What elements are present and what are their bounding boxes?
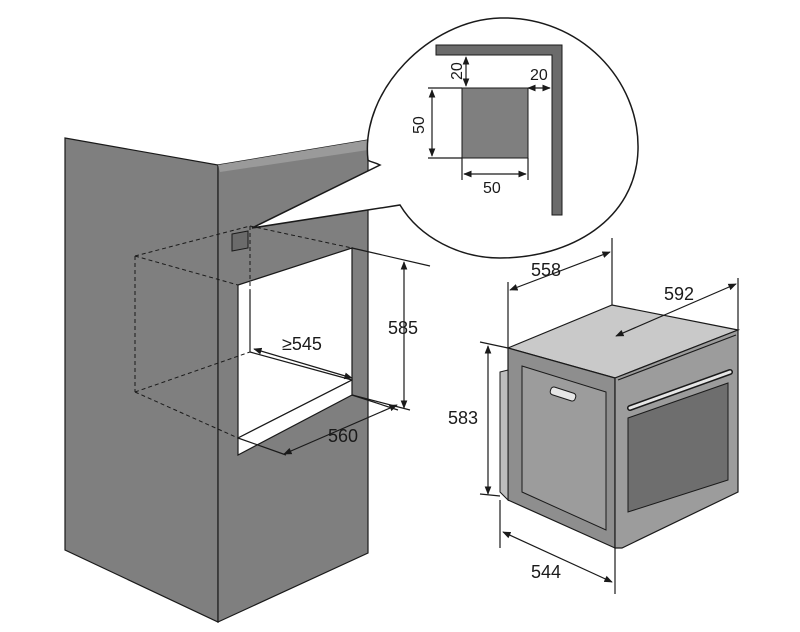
- niche-dashed-outline: [134, 225, 353, 439]
- oven-glass: [627, 382, 729, 513]
- label-vent-width: 50: [483, 180, 501, 197]
- dim-line-niche-width: [283, 404, 398, 455]
- label-oven-body-width: 544: [531, 562, 561, 582]
- label-vent-height: 50: [411, 116, 428, 134]
- detail-corner-profile: [435, 44, 563, 216]
- oven-side-inset: [521, 365, 607, 531]
- ext-niche-bottom: [351, 394, 411, 411]
- vent-square: [231, 230, 249, 252]
- niche-dimensions: ≥545 585 560: [237, 247, 431, 456]
- cabinet-top-edge: [218, 140, 368, 172]
- label-oven-depth: 558: [531, 260, 561, 280]
- oven: [499, 304, 741, 549]
- dim-line-oven-depth: [509, 251, 611, 291]
- cabinet-left-side: [64, 137, 219, 623]
- label-niche-width: 560: [328, 426, 358, 446]
- detail-vent-square: [461, 87, 529, 159]
- ext-oven-height-bottom: [479, 493, 501, 497]
- ext-oven-height-top: [479, 341, 509, 349]
- label-oven-height: 583: [448, 408, 478, 428]
- dim-line-oven-width: [615, 283, 737, 337]
- dim-line-oven-body-width: [502, 531, 613, 583]
- dim-line-niche-depth: [253, 347, 353, 380]
- oven-dimensions: 558 592 583 544: [448, 238, 739, 594]
- bubble-outline: [251, 17, 639, 259]
- ext-niche-left: [237, 437, 287, 456]
- label-vent-top: 20: [449, 62, 466, 80]
- oven-side-handle: [549, 386, 577, 402]
- detail-bubble: 20 20 50 50: [251, 17, 639, 259]
- oven-handle-highlight: [628, 370, 732, 410]
- label-niche-height: 585: [388, 318, 418, 338]
- oven-left-edge: [499, 369, 509, 502]
- label-vent-side: 20: [530, 67, 548, 84]
- oven-control-bar: [617, 334, 737, 381]
- label-oven-width: 592: [664, 284, 694, 304]
- ext-niche-top: [351, 247, 431, 267]
- label-niche-depth: ≥545: [282, 334, 322, 354]
